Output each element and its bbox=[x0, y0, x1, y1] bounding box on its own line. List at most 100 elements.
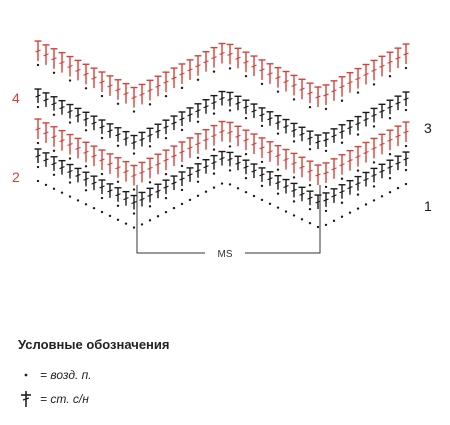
dc-stitch bbox=[42, 92, 50, 107]
dc-stitch bbox=[242, 129, 250, 151]
dc-stitch bbox=[362, 141, 370, 163]
dc-stitch bbox=[386, 129, 394, 151]
dc-stitch bbox=[394, 95, 402, 111]
dc-stitch bbox=[114, 127, 122, 142]
dc-stitch bbox=[178, 141, 186, 162]
dc-stitch bbox=[74, 59, 82, 81]
dc-stitch bbox=[234, 95, 242, 111]
dc-stitch bbox=[66, 103, 74, 119]
chain-dot bbox=[52, 113, 56, 116]
chain-dot bbox=[36, 105, 40, 109]
dc-stitch bbox=[154, 75, 162, 97]
dc-stitch bbox=[170, 145, 178, 167]
stitch-layer bbox=[34, 40, 410, 229]
chain-dot bbox=[36, 63, 40, 67]
chain-dot bbox=[300, 218, 304, 221]
dc-stitch bbox=[58, 99, 66, 115]
chain-dot bbox=[220, 182, 224, 185]
dc-stitch bbox=[138, 161, 146, 183]
chain-dot bbox=[380, 195, 384, 198]
chain-dot bbox=[52, 149, 56, 152]
chain-dot bbox=[356, 169, 360, 172]
chain-dot bbox=[276, 192, 280, 195]
dc-stitch bbox=[394, 125, 402, 147]
dc-stitch bbox=[218, 90, 226, 106]
dc-stitch bbox=[130, 164, 138, 186]
dc-stitch bbox=[66, 133, 74, 155]
row-label-1: 1 bbox=[424, 198, 432, 214]
chain-dot bbox=[132, 188, 136, 191]
dc-stitch bbox=[378, 103, 386, 119]
chain-dot bbox=[388, 75, 392, 78]
chain-dot bbox=[100, 136, 104, 140]
chain-dot bbox=[180, 188, 184, 192]
dc-stitch bbox=[130, 86, 138, 108]
dc-stitch bbox=[178, 63, 186, 84]
dc-stitch bbox=[306, 190, 314, 206]
chain-dot bbox=[292, 140, 296, 143]
dc-stitch bbox=[330, 80, 338, 101]
dc-stitch bbox=[114, 157, 122, 178]
dc-stitch bbox=[234, 155, 242, 171]
chain-dot bbox=[76, 199, 80, 202]
dc-stitch bbox=[354, 175, 362, 191]
dc-stitch bbox=[378, 163, 386, 179]
chain-dot bbox=[132, 226, 136, 229]
dc-stitch bbox=[194, 55, 202, 76]
chain-dot bbox=[308, 183, 312, 187]
chain-dot bbox=[276, 206, 280, 209]
dc-stitch bbox=[50, 48, 58, 69]
chain-dot bbox=[164, 172, 168, 176]
dc-stitch bbox=[90, 115, 98, 131]
chain-dot bbox=[172, 206, 176, 210]
dc-stitch bbox=[386, 99, 394, 115]
dc-stitch bbox=[298, 156, 306, 178]
dc-stitch bbox=[194, 163, 202, 178]
chain-dot bbox=[260, 160, 264, 164]
chain-dot bbox=[356, 193, 360, 196]
dc-stitch bbox=[82, 141, 90, 163]
dc-stitch bbox=[90, 175, 98, 191]
chain-dot bbox=[276, 168, 280, 171]
dc-stitch bbox=[210, 94, 218, 110]
dc-stitch bbox=[154, 123, 162, 139]
chain-dot bbox=[164, 210, 168, 214]
chain-dot bbox=[148, 103, 152, 106]
legend-item-chain-text: = возд. п. bbox=[40, 368, 92, 382]
chain-dot bbox=[356, 133, 360, 136]
chain-dot bbox=[372, 185, 376, 188]
dc-stitch bbox=[186, 59, 194, 80]
dc-stitch bbox=[42, 152, 50, 167]
dc-stitch bbox=[194, 103, 202, 118]
dc-stitch bbox=[34, 40, 42, 62]
chain-dot bbox=[228, 145, 232, 148]
dc-stitch bbox=[146, 127, 154, 143]
dc-stitch bbox=[290, 182, 298, 198]
chain-dot bbox=[228, 67, 232, 70]
dc-stitch bbox=[242, 51, 250, 73]
legend-title: Условные обозначения bbox=[18, 337, 170, 352]
chain-dot bbox=[228, 169, 232, 172]
chain-dot bbox=[36, 179, 40, 183]
dc-stitch bbox=[210, 46, 218, 68]
chain-dot bbox=[372, 199, 376, 202]
row-label-4: 4 bbox=[12, 90, 20, 106]
chain-dot bbox=[196, 120, 200, 124]
dc-stitch bbox=[218, 150, 226, 166]
dc-stitch bbox=[258, 107, 266, 122]
dc-stitch bbox=[50, 96, 58, 111]
chain-dot bbox=[60, 191, 64, 194]
chain-dot bbox=[116, 204, 120, 207]
dc-stitch bbox=[162, 149, 170, 171]
chain-dot bbox=[308, 147, 312, 151]
chain-dot bbox=[308, 105, 312, 109]
dc-stitch bbox=[322, 84, 330, 105]
dc-stitch bbox=[58, 129, 66, 151]
chain-dot bbox=[212, 112, 216, 115]
chain-dot bbox=[196, 194, 200, 197]
dc-stitch bbox=[98, 119, 106, 135]
dc-stitch bbox=[226, 43, 234, 65]
chain-dot bbox=[252, 194, 256, 198]
chain-dot bbox=[108, 214, 112, 218]
chain-dot bbox=[100, 172, 104, 176]
